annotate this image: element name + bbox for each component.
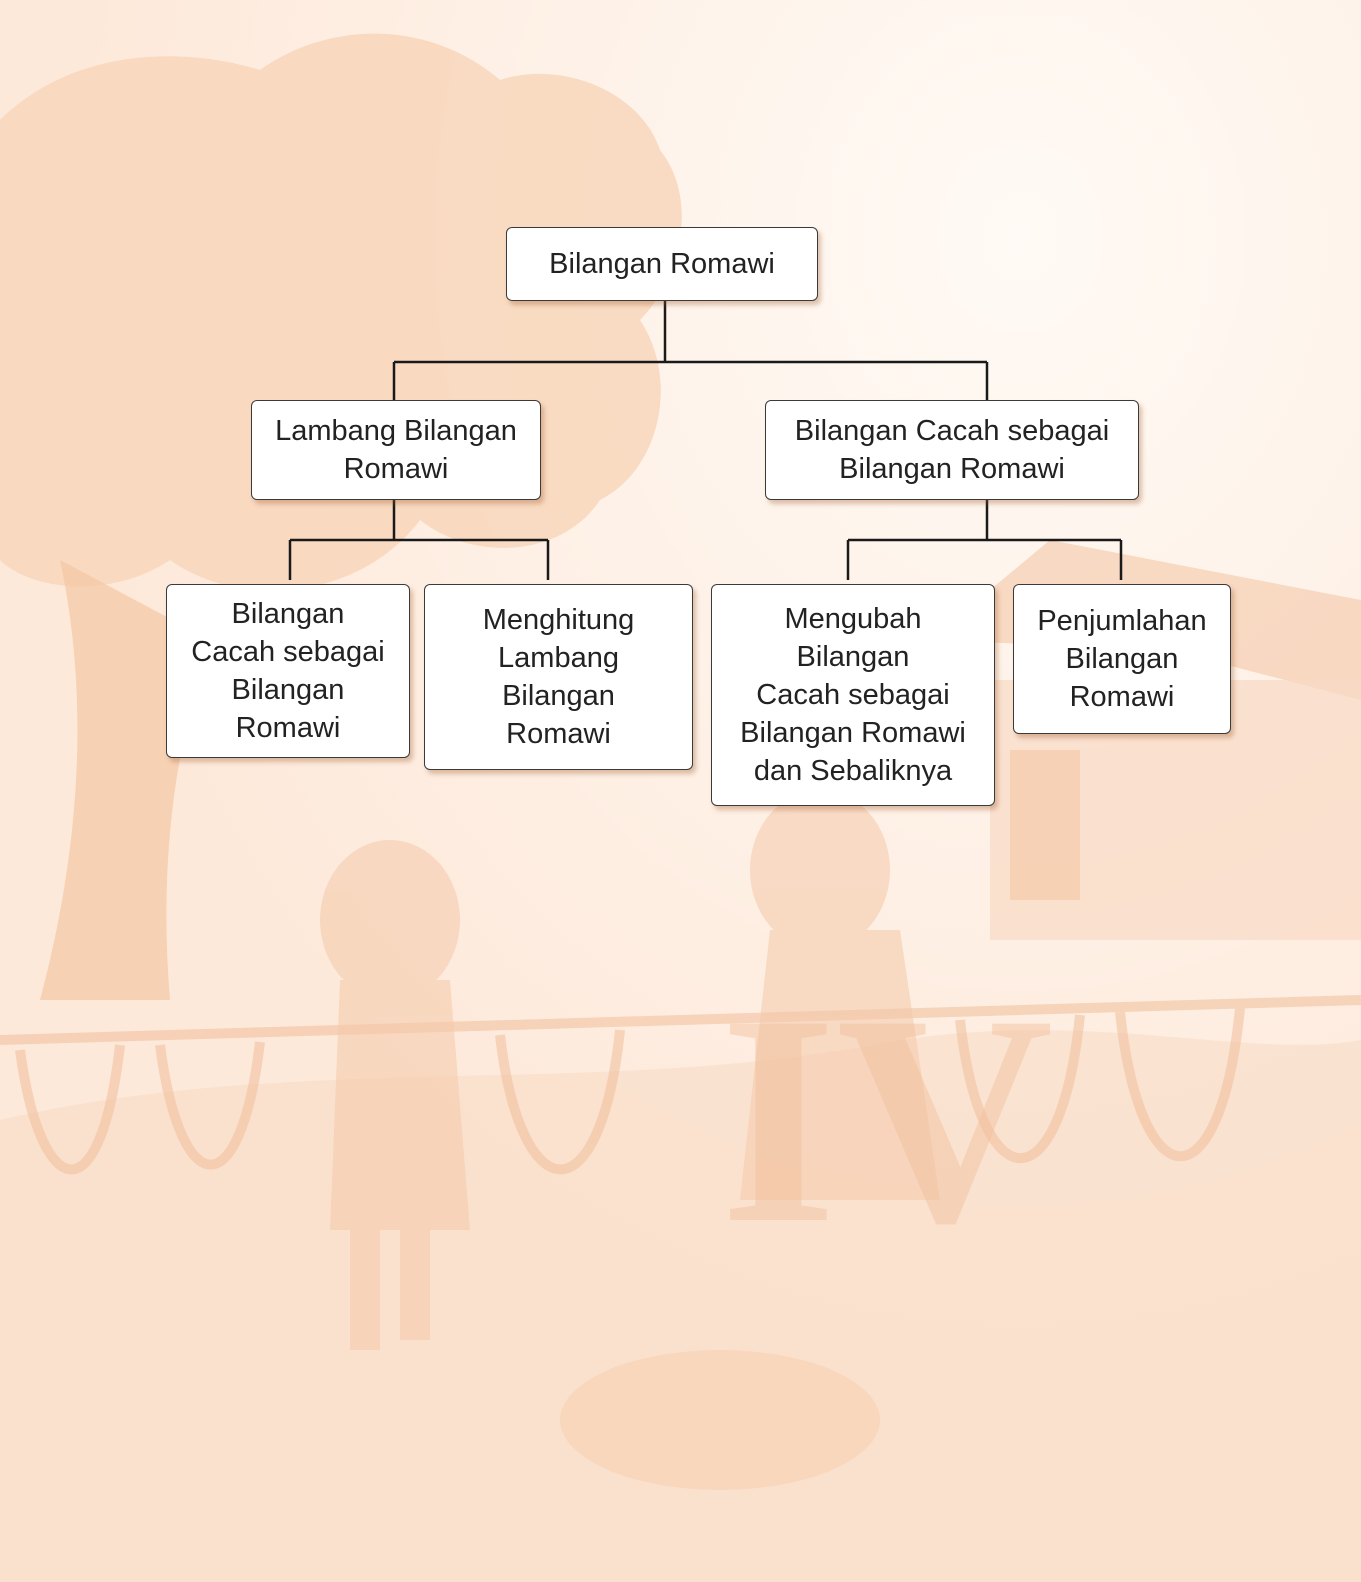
roman-numeral-sign-shape: IV bbox=[720, 953, 1053, 1285]
connector-left-branch-to-children bbox=[288, 498, 550, 580]
fence-shape bbox=[0, 995, 1361, 1175]
girl-figure-shape bbox=[320, 840, 470, 1350]
left-child-node-2-label: Menghitung Lambang Bilangan Romawi bbox=[482, 604, 635, 750]
left-branch-node: Lambang Bilangan Romawi bbox=[251, 400, 541, 500]
right-branch-node: Bilangan Cacah sebagai Bilangan Romawi bbox=[765, 400, 1139, 500]
right-child-node-1: Mengubah Bilangan Cacah sebagai Bilangan… bbox=[711, 584, 995, 806]
right-branch-node-label: Bilangan Cacah sebagai Bilangan Romawi bbox=[794, 415, 1110, 485]
right-child-node-1-label: Mengubah Bilangan Cacah sebagai Bilangan… bbox=[740, 603, 966, 787]
boy-figure-shape bbox=[740, 790, 940, 1200]
left-child-node-1: Bilangan Cacah sebagai Bilangan Romawi bbox=[166, 584, 410, 758]
house-door-shape bbox=[1010, 750, 1080, 900]
connector-right-branch-to-children bbox=[846, 498, 1123, 580]
root-node-label: Bilangan Romawi bbox=[549, 248, 775, 280]
left-child-node-1-label: Bilangan Cacah sebagai Bilangan Romawi bbox=[191, 598, 385, 744]
right-child-node-2-label: Penjumlahan Bilangan Romawi bbox=[1037, 605, 1207, 713]
rock-shape bbox=[560, 1350, 880, 1490]
left-child-node-2: Menghitung Lambang Bilangan Romawi bbox=[424, 584, 693, 770]
connector-root-to-branches bbox=[392, 299, 989, 400]
root-node: Bilangan Romawi bbox=[506, 227, 818, 301]
left-branch-node-label: Lambang Bilangan Romawi bbox=[275, 415, 517, 485]
right-child-node-2: Penjumlahan Bilangan Romawi bbox=[1013, 584, 1231, 734]
